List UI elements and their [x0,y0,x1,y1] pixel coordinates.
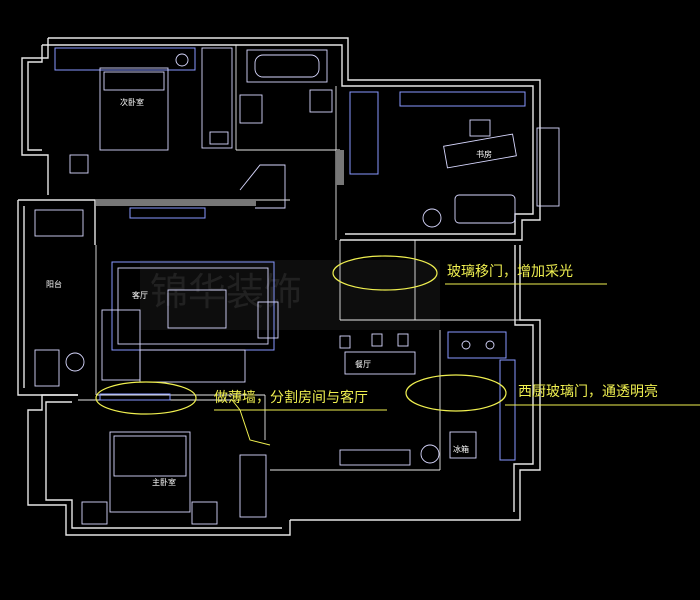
second-bedroom: 次卧室 [54,47,233,219]
annotation-thin-wall: 做薄墙，分割房间与客厅 [95,381,387,446]
note-glass-sliding-door: 玻璃移门，增加采光 [447,263,573,280]
label-fridge: 冰箱 [453,444,469,454]
highlight-ellipse-1 [332,255,438,291]
label-study: 书房 [476,149,492,159]
watermark: 锦华装饰 [140,260,440,330]
note-thin-wall: 做薄墙，分割房间与客厅 [214,389,368,406]
highlight-ellipse-2 [95,381,197,415]
annotation-kitchen-glass-door: 西厨玻璃门，通透明亮 [405,374,700,412]
label-master-bedroom: 主卧室 [152,477,176,487]
highlight-ellipse-3 [405,374,507,412]
living-room: 客厅 [101,261,279,383]
balcony: 阳台 [34,209,85,387]
label-dining-room: 餐厅 [355,360,371,369]
label-second-bedroom: 次卧室 [120,97,144,107]
dining-kitchen: 餐厅 冰箱 [339,331,516,466]
master-bedroom: 主卧室 [81,393,267,525]
label-balcony: 阳台 [46,279,62,289]
note-kitchen-glass-door: 西厨玻璃门，通透明亮 [518,383,658,400]
label-living-room: 客厅 [132,290,148,300]
bathroom [239,49,333,209]
annotation-glass-sliding-door: 玻璃移门，增加采光 [332,255,607,291]
study: 书房 [349,91,560,228]
interior-walls [78,45,520,471]
